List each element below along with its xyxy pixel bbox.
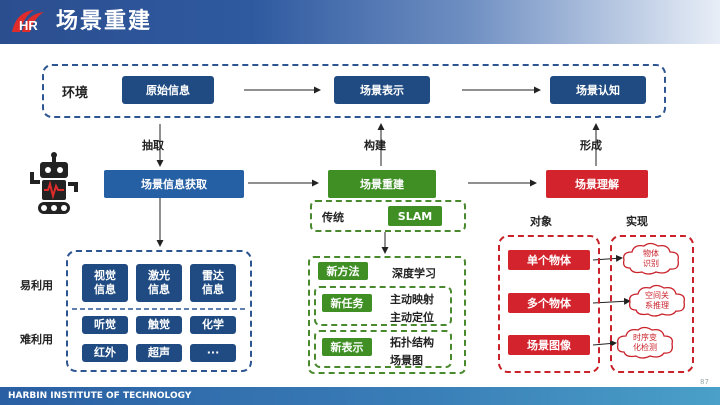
build-label: 构建 bbox=[364, 139, 386, 152]
deep-learning-label: 深度学习 bbox=[392, 267, 436, 280]
extract-label: 抽取 bbox=[142, 139, 164, 152]
tactile-cell: 触觉 bbox=[136, 316, 182, 334]
active-mapping-label: 主动映射 bbox=[390, 293, 434, 306]
new-method-box: 新方法 bbox=[318, 262, 368, 280]
traditional-frame bbox=[310, 200, 466, 232]
scene-representation-box: 场景表示 bbox=[334, 76, 430, 104]
object-frame bbox=[498, 235, 600, 373]
scene-cognition-box: 场景认知 bbox=[550, 76, 646, 104]
cloud-text-2: 空间关 系推理 bbox=[645, 291, 669, 310]
ultrasonic-cell: 超声 bbox=[136, 344, 182, 362]
form-label: 形成 bbox=[580, 139, 602, 152]
info-sources-frame bbox=[66, 250, 252, 372]
new-approaches-frame bbox=[308, 256, 466, 374]
easy-use-label: 易利用 bbox=[20, 279, 53, 292]
new-repr-frame bbox=[314, 330, 452, 368]
object-column-label: 对象 bbox=[530, 215, 552, 228]
raw-info-box: 原始信息 bbox=[122, 76, 214, 104]
hit-logo: HR bbox=[8, 6, 48, 38]
active-localization-label: 主动定位 bbox=[390, 311, 434, 324]
new-repr-box: 新表示 bbox=[322, 338, 372, 356]
scene-understanding-box: 场景理解 bbox=[546, 170, 648, 198]
environment-frame bbox=[42, 64, 666, 118]
cloud-text-1: 物体 识别 bbox=[643, 249, 659, 268]
radar-info-cell: 雷达 信息 bbox=[190, 264, 236, 302]
cloud-text-3: 时序变 化检测 bbox=[633, 333, 657, 352]
new-task-frame bbox=[314, 286, 452, 326]
impl-column-label: 实现 bbox=[626, 215, 648, 228]
environment-label: 环境 bbox=[62, 86, 89, 101]
footer-text: HARBIN INSTITUTE OF TECHNOLOGY bbox=[8, 391, 192, 401]
scene-reconstruction-box: 场景重建 bbox=[328, 170, 436, 198]
scene-graph-label: 场景图 bbox=[390, 354, 423, 367]
traditional-label: 传统 bbox=[322, 211, 344, 224]
laser-info-cell: 激光 信息 bbox=[136, 264, 182, 302]
chemical-cell: 化学 bbox=[190, 316, 236, 334]
cloud-object-recognition: 物体 识别 bbox=[620, 242, 682, 276]
auditory-cell: 听觉 bbox=[82, 316, 128, 334]
slam-box: SLAM bbox=[388, 206, 442, 226]
single-object-box: 单个物体 bbox=[508, 250, 590, 270]
cloud-spatial-reasoning: 空间关 系推理 bbox=[626, 284, 688, 318]
page-number: 87 bbox=[700, 378, 709, 386]
infrared-cell: 红外 bbox=[82, 344, 128, 362]
robot-icon bbox=[26, 150, 82, 216]
more-cell: ··· bbox=[190, 344, 236, 362]
footer-bar bbox=[0, 387, 720, 405]
new-task-box: 新任务 bbox=[322, 294, 372, 312]
topology-label: 拓扑结构 bbox=[390, 336, 434, 349]
visual-info-cell: 视觉 信息 bbox=[82, 264, 128, 302]
scene-info-acquisition-box: 场景信息获取 bbox=[104, 170, 244, 198]
multiple-objects-box: 多个物体 bbox=[508, 293, 590, 313]
scene-image-box: 场景图像 bbox=[508, 335, 590, 355]
page-title: 场景重建 bbox=[56, 9, 153, 34]
cloud-temporal-detection: 时序变 化检测 bbox=[614, 326, 676, 360]
svg-text:HR: HR bbox=[19, 18, 38, 33]
hard-use-label: 难利用 bbox=[20, 333, 53, 346]
header-bar bbox=[0, 0, 720, 44]
implementation-frame bbox=[610, 235, 694, 373]
